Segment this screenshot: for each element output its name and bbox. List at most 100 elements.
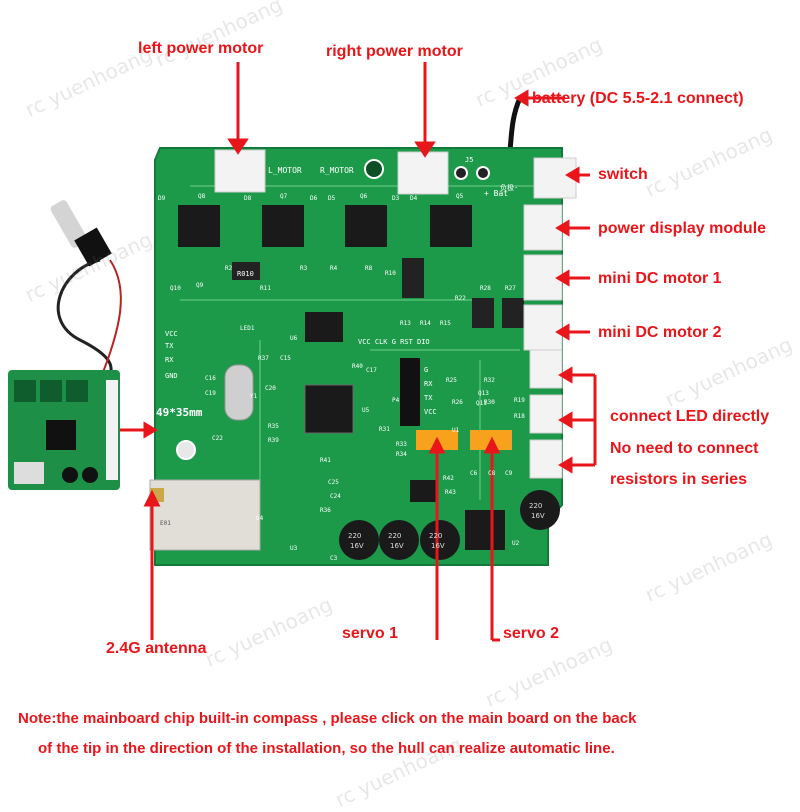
- label-mini-dc-motor-1: mini DC motor 1: [598, 270, 722, 287]
- refdes-label: R36: [320, 507, 331, 514]
- label-servo2: servo 2: [503, 625, 560, 642]
- refdes-label: R35: [268, 423, 279, 430]
- mcu-chip: [304, 384, 354, 434]
- refdes-label: C9: [505, 470, 513, 477]
- refdes-label: R26: [452, 399, 463, 406]
- refdes-label: R31: [379, 426, 390, 433]
- right-pin-tx: TX: [424, 394, 433, 402]
- right-pin-rx: RX: [424, 380, 433, 388]
- refdes-label: LED1: [240, 325, 255, 332]
- dc-cable-red: [99, 259, 122, 381]
- right-pin-g: G: [424, 366, 428, 374]
- cap3-value: 220: [429, 532, 442, 540]
- refdes-label: C16: [205, 375, 216, 382]
- side-pin-gnd: GND: [165, 372, 178, 380]
- refdes-label: Q10: [170, 285, 181, 292]
- capacitors: [339, 490, 560, 560]
- main-pcb: [149, 147, 577, 566]
- refdes-label: R15: [440, 320, 451, 327]
- refdes-label: D5: [328, 195, 336, 202]
- refdes-label: C3: [330, 555, 338, 562]
- left-motor-connector: [214, 149, 266, 193]
- dc-barrel-jack: [50, 200, 88, 248]
- refdes-label: R27: [505, 285, 516, 292]
- refdes-label: R37: [258, 355, 269, 362]
- cap4-voltage: 16V: [531, 512, 545, 520]
- refdes-label: R34: [396, 451, 407, 458]
- note-line2: of the tip in the direction of the insta…: [38, 740, 615, 757]
- cap2-voltage: 16V: [390, 542, 404, 550]
- refdes-label: R40: [352, 363, 363, 370]
- dc-cable: [56, 258, 113, 381]
- refdes-label: R28: [480, 285, 491, 292]
- rf-module: [149, 479, 261, 551]
- refdes-label: R4: [330, 265, 338, 272]
- cap1-voltage: 16V: [350, 542, 364, 550]
- rf-module-text: E01: [160, 520, 171, 527]
- refdes-label: C25: [328, 479, 339, 486]
- refdes-label: R39: [268, 437, 279, 444]
- refdes-label: Q6: [360, 193, 368, 200]
- refdes-label: Q11: [476, 400, 487, 407]
- refdes-label: R30: [484, 399, 495, 406]
- refdes-label: Y1: [250, 393, 258, 400]
- refdes-label: C15: [280, 355, 291, 362]
- refdes-label: Q9: [196, 282, 204, 289]
- refdes-label: R13: [400, 320, 411, 327]
- led-connector-3: [529, 439, 563, 479]
- refdes-label: R18: [514, 413, 525, 420]
- refdes-label: U3: [290, 545, 298, 552]
- label-switch: switch: [598, 166, 648, 183]
- note-line1: Note:the mainboard chip built-in compass…: [18, 710, 637, 727]
- refdes-label: U6: [290, 335, 298, 342]
- label-led-line3: resistors in series: [610, 471, 747, 488]
- refdes-label: R33: [396, 441, 407, 448]
- refdes-label: R10: [385, 270, 396, 277]
- refdes-label: D6: [310, 195, 318, 202]
- right-pin-vcc: VCC: [424, 408, 437, 416]
- refdes-label: R32: [484, 377, 495, 384]
- label-led-line1: connect LED directly: [610, 408, 770, 425]
- label-pointers: [120, 62, 597, 642]
- refdes-label: D8: [244, 195, 252, 202]
- refdes-label: P4: [392, 397, 400, 404]
- board-size-silk: 49*35mm: [156, 406, 203, 419]
- refdes-label: C6: [470, 470, 478, 477]
- refdes-label: R19: [514, 397, 525, 404]
- refdes-label: D9: [158, 195, 166, 202]
- cap3-voltage: 16V: [431, 542, 445, 550]
- refdes-label: U2: [512, 540, 520, 547]
- label-battery: battery (DC 5.5-2.1 connect): [532, 90, 744, 107]
- refdes-label: Q8: [198, 193, 206, 200]
- switch-connector: [533, 157, 577, 199]
- bat-minus-silk: 负极-: [500, 183, 518, 192]
- refdes-label: D3: [392, 195, 400, 202]
- refdes-label: R3: [300, 265, 308, 272]
- refdes-label: R2: [225, 265, 233, 272]
- bat-plus-silk: + Bat: [484, 189, 508, 198]
- side-pin-rx: RX: [165, 356, 174, 364]
- label-antenna: 2.4G antenna: [106, 640, 207, 657]
- refdes-label: Q7: [280, 193, 288, 200]
- resistor-code-1: R010: [237, 270, 254, 278]
- refdes-label: R41: [320, 457, 331, 464]
- refdes-label: R11: [260, 285, 271, 292]
- side-pin-tx: TX: [165, 342, 174, 350]
- cap-labels: 220 16V 220 16V 220 16V 220 16V: [348, 502, 545, 550]
- refdes-label: C8: [488, 470, 496, 477]
- cap4-value: 220: [529, 502, 542, 510]
- refdes-label: R42: [443, 475, 454, 482]
- refdes-label: R22: [455, 295, 466, 302]
- refdes-label: U1: [452, 427, 460, 434]
- mini-motor-1-connector: [523, 254, 563, 301]
- l-motor-silk: L_MOTOR: [268, 166, 302, 175]
- refdes-label: Q5: [456, 193, 464, 200]
- dc-jack-body: [74, 227, 112, 267]
- mini-motor-2-connector: [523, 304, 563, 351]
- cap2-value: 220: [388, 532, 401, 540]
- power-display-connector: [523, 204, 563, 251]
- led-connector-2: [529, 394, 563, 434]
- j5-silk: J5: [465, 156, 473, 164]
- led-connector-1: [529, 349, 563, 389]
